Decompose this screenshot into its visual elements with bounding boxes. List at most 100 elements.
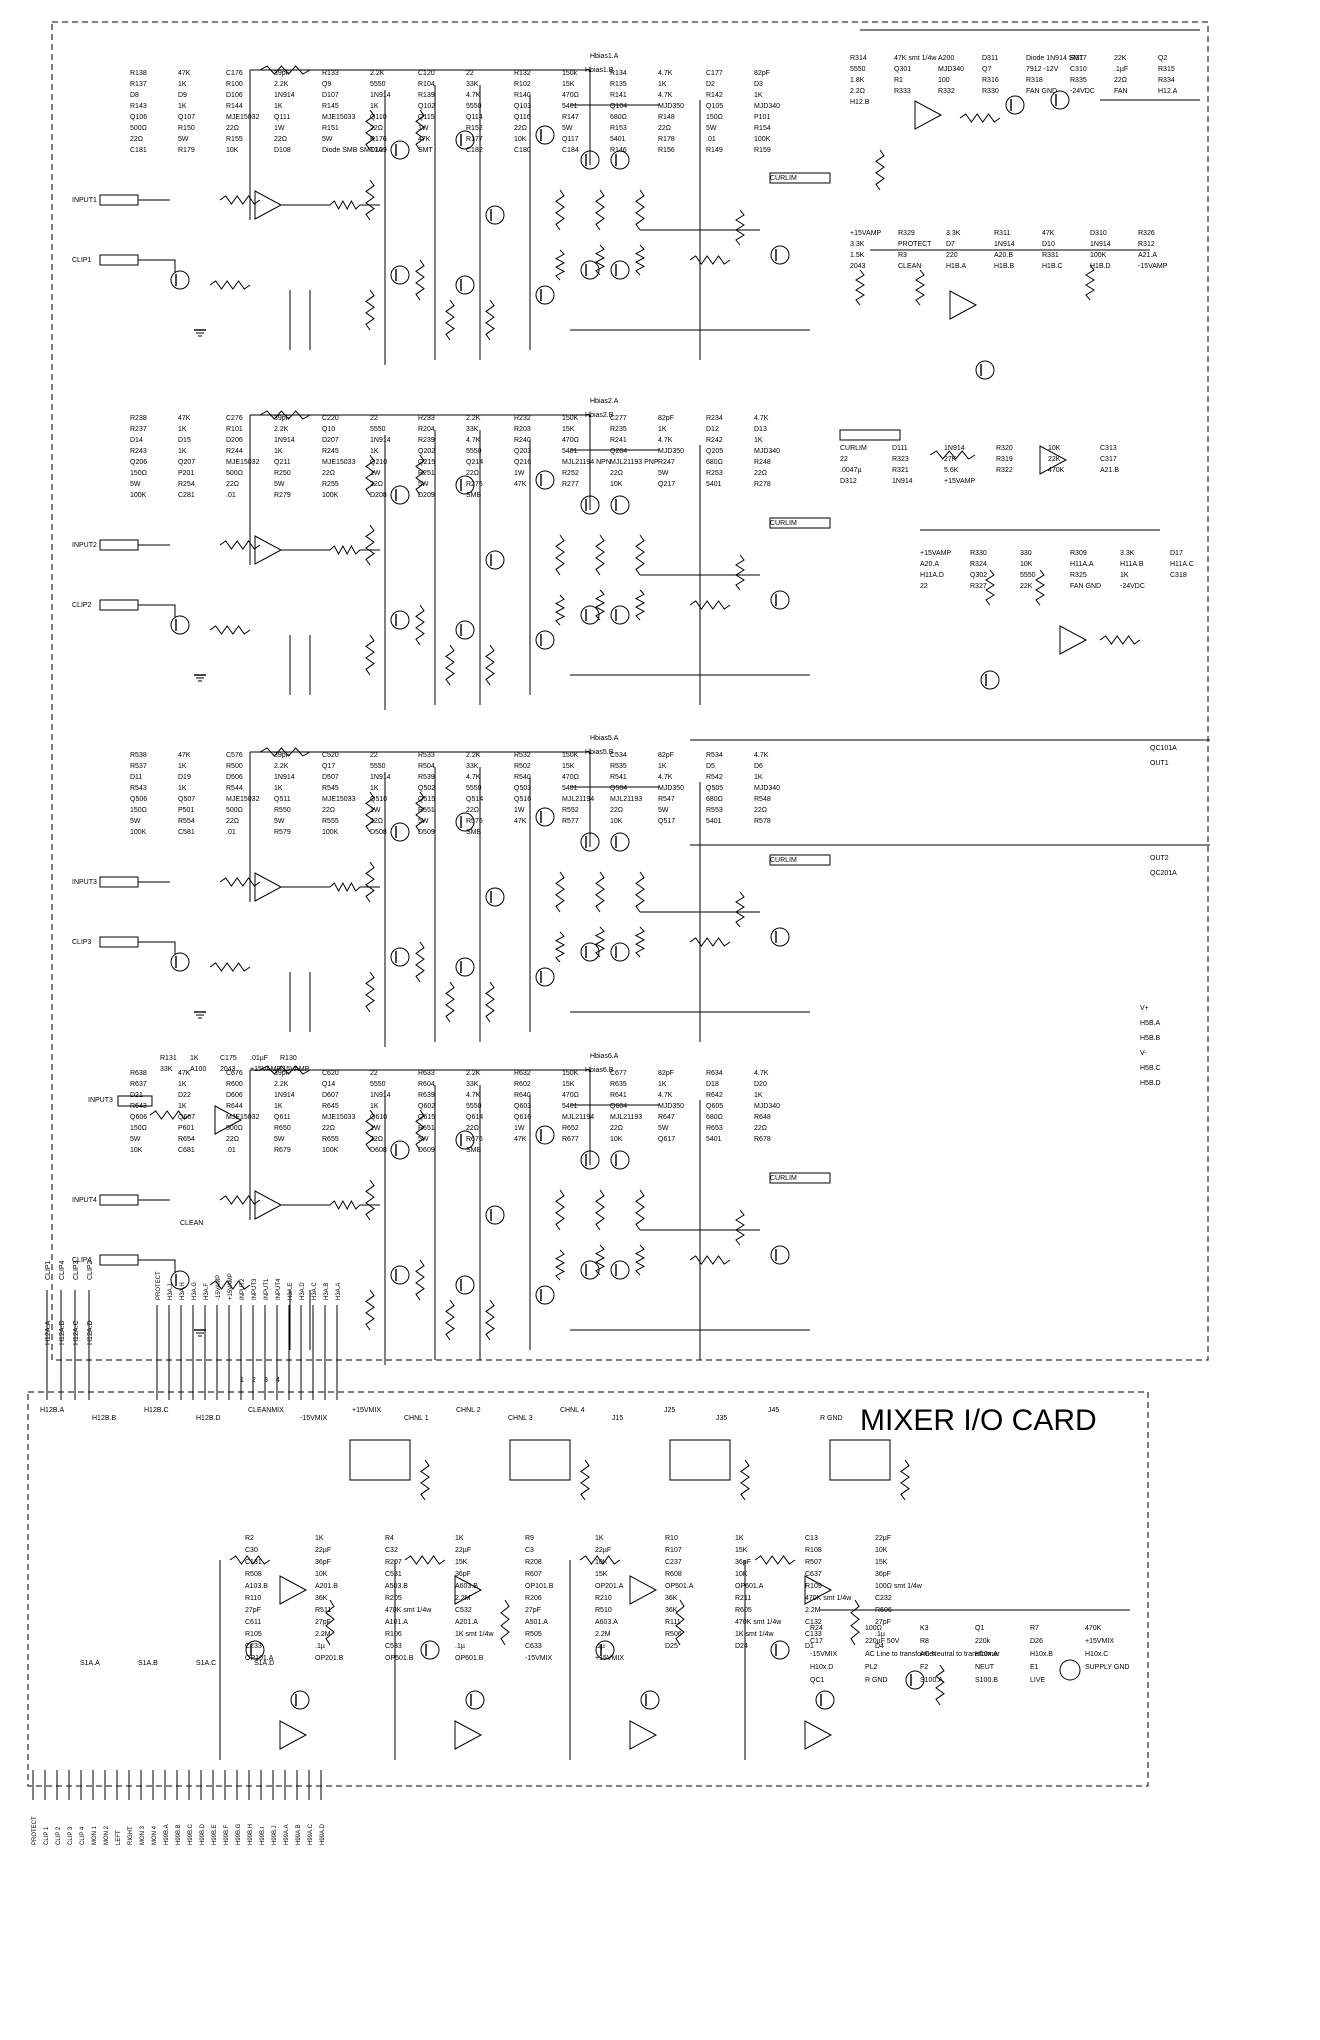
- part-label: 100K: [322, 492, 339, 499]
- mixer-part-label: A603.B: [455, 1583, 478, 1590]
- mixer-part-label: 15K: [875, 1559, 888, 1566]
- wire: [138, 604, 176, 617]
- part-label: 5401: [562, 448, 578, 455]
- connector-h3a-label: H3A.C: [312, 1282, 318, 1300]
- switch-label: S1A.A: [80, 1660, 100, 1667]
- part-label: Q614: [466, 1114, 483, 1121]
- mixer-part-label: 22µF: [875, 1535, 891, 1542]
- part-label: Q211: [274, 459, 291, 466]
- opamp-symbol: [279, 1720, 308, 1750]
- curlim-part-label: CURLIM: [840, 445, 867, 452]
- resistor: [594, 926, 606, 958]
- part-label: R151: [322, 125, 339, 132]
- mixer-part-label: 1K smt 1/4w: [455, 1631, 494, 1638]
- part-label: 470Ω: [562, 1092, 579, 1099]
- part-label: 33K: [466, 1081, 479, 1088]
- fan2-part-label: R325: [1070, 572, 1087, 579]
- bias-label: Hbias5.B: [585, 749, 614, 756]
- power-part-label: SUPPLY GND: [1085, 1664, 1129, 1671]
- part-label: R240: [514, 437, 531, 444]
- mixer-io-section: H12B.AH12B.BH12B.CH12B.DCLEANMIX-15VMIX+…: [32, 1407, 1130, 1845]
- aux-part-label: 1K: [190, 1055, 199, 1062]
- curlim-part-label: 22K: [1048, 456, 1061, 463]
- mixer-bottom-label: H99B.F: [224, 1824, 230, 1845]
- part-label: Q510: [370, 796, 387, 803]
- mixer-part-label: C611: [245, 1619, 261, 1626]
- clip-connector: [99, 936, 139, 948]
- mixer-part-label: +15VMIX: [595, 1655, 624, 1662]
- mixer-bottom-label: MON 4: [152, 1825, 158, 1845]
- switch-label: S1A.B: [138, 1660, 158, 1667]
- aux-part-label: 33K: [160, 1066, 173, 1073]
- part-label: 5W: [418, 1136, 429, 1143]
- opamp-symbol: [254, 872, 283, 902]
- mixer-part-label: R2: [245, 1535, 254, 1542]
- part-label: Q103: [514, 103, 531, 110]
- part-label: 22Ω: [130, 136, 143, 143]
- part-label: R253: [706, 470, 723, 477]
- resistor: [594, 244, 606, 276]
- part-label: 5550: [466, 1103, 482, 1110]
- part-label: Q14: [322, 1081, 335, 1088]
- mixer-part-label: R10: [665, 1535, 678, 1542]
- part-label: Q506: [130, 796, 147, 803]
- part-label: R134: [610, 70, 627, 77]
- part-label: 5401: [706, 818, 722, 825]
- connector-h12-label: CLIP1: [45, 1260, 52, 1280]
- part-label: R148: [658, 114, 675, 121]
- part-label: D12: [706, 426, 719, 433]
- channel-jack-1: [349, 1439, 411, 1481]
- part-label: 2.2K: [466, 752, 481, 759]
- fan-part-label: Q7: [982, 66, 991, 73]
- mixer-part-label: C13: [805, 1535, 818, 1542]
- part-label: Q606: [130, 1114, 147, 1121]
- fan-part-label: 7912 -12V: [1026, 66, 1059, 73]
- part-label: 22: [466, 70, 474, 77]
- mixer-part-label: 10K: [735, 1571, 748, 1578]
- mixer-part-label: C532: [455, 1607, 472, 1614]
- resistor: [259, 65, 311, 75]
- part-label: R504: [418, 763, 435, 770]
- fan-part-label: Q301: [894, 66, 911, 73]
- part-label: C277: [610, 415, 627, 422]
- part-label: Q615: [418, 1114, 435, 1121]
- mixer-part-label: A201.A: [455, 1619, 478, 1626]
- mixer-top-label: H12B.D: [196, 1415, 221, 1422]
- fan-part-label: A200: [938, 55, 954, 62]
- mixer-top-label: J45: [768, 1407, 779, 1414]
- protect-part-label: H1B.A: [946, 263, 967, 270]
- part-label: 150Ω: [130, 470, 147, 477]
- mixer-part-label: D24: [735, 1643, 748, 1650]
- transistor-symbol: [170, 615, 190, 635]
- resistor: [365, 1179, 375, 1221]
- curlim-part-label: 470K: [1048, 467, 1065, 474]
- fan2-part-label: FAN GND: [1070, 583, 1101, 590]
- part-label: 5W: [178, 136, 189, 143]
- mixer-part-label: D4: [875, 1643, 884, 1650]
- h5b-label: H5B.A: [1140, 1020, 1161, 1027]
- transistor-symbol: [770, 927, 790, 947]
- opamp-symbol: [949, 290, 978, 320]
- part-label: R141: [610, 92, 627, 99]
- mixer-top-label: CHNL 1: [404, 1415, 429, 1422]
- part-label: 22Ω: [322, 807, 335, 814]
- part-label: R179: [178, 147, 195, 154]
- power-part-label: NEUT: [975, 1664, 995, 1671]
- part-label: Q207: [178, 459, 195, 466]
- part-label: R277: [562, 481, 579, 488]
- protect-part-label: A20.B: [994, 252, 1013, 259]
- part-label: Q605: [706, 1103, 723, 1110]
- power-part-label: K3: [920, 1625, 929, 1632]
- fan-part-label: R332: [938, 88, 955, 95]
- part-label: R602: [514, 1081, 531, 1088]
- mixer-bottom-label: LEFT: [116, 1830, 122, 1845]
- mixer-part-label: R507: [805, 1559, 822, 1566]
- transistor-symbol: [610, 832, 630, 852]
- bias-label: Hbias6.A: [590, 1053, 619, 1060]
- part-label: R500: [226, 763, 243, 770]
- part-label: .01: [226, 829, 236, 836]
- part-label: R235: [610, 426, 627, 433]
- transistor-symbol: [580, 1150, 600, 1170]
- wire: [138, 941, 176, 954]
- part-label: 2.2K: [274, 763, 289, 770]
